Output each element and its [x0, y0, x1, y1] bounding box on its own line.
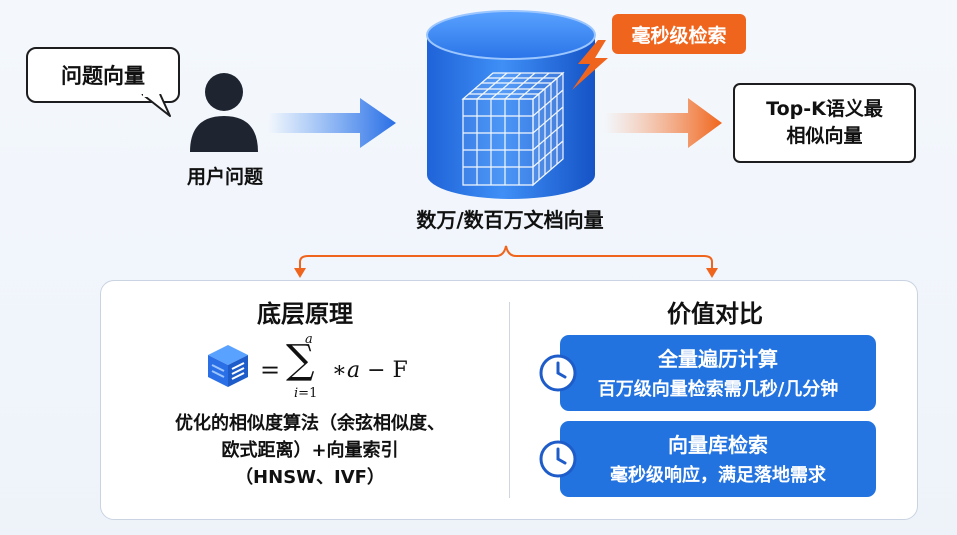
- topk-result-box: Top-K语义最 相似向量: [733, 83, 916, 163]
- comparison-title: 价值对比: [667, 300, 763, 328]
- card-subtitle: 毫秒级响应，满足落地需求: [610, 465, 826, 486]
- card-subtitle: 百万级向量检索需几秒/几分钟: [597, 379, 839, 400]
- formula-equals: =: [260, 356, 281, 384]
- arrow-right-icon: [268, 98, 396, 148]
- principle-desc-line-1: 优化的相似度算法（余弦相似度、: [175, 413, 445, 434]
- user-question-label: 用户问题: [186, 166, 263, 188]
- formula-lower-limit: i=1: [294, 386, 317, 401]
- card-title: 向量库检索: [668, 433, 768, 457]
- principle-desc-line-2: 欧式距离）+向量索引: [221, 440, 399, 461]
- principle-description: 优化的相似度算法（余弦相似度、 欧式距离）+向量索引 （HNSW、IVF）: [140, 410, 480, 491]
- bubble-tail-icon: [141, 94, 171, 117]
- formula-rest: ∗a − F: [332, 358, 408, 383]
- arrow-right-orange-icon: [604, 98, 722, 148]
- formula-var: a: [346, 358, 361, 383]
- question-vector-bubble: 问题向量: [26, 47, 180, 103]
- database-label: 数万/数百万文档向量: [416, 208, 604, 232]
- comparison-card-full-scan: 全量遍历计算 百万级向量检索需几秒/几分钟: [560, 335, 876, 411]
- formula-lower-var: i: [294, 386, 299, 401]
- principle-desc-line-3: （HNSW、IVF）: [235, 467, 385, 488]
- millisecond-retrieval-badge: 毫秒级检索: [612, 14, 746, 54]
- vector-database-icon: [426, 10, 596, 199]
- stack-icon: [208, 345, 248, 387]
- similarity-formula: = a ∑ i=1 ∗a − F: [260, 332, 430, 401]
- bubble-text: 问题向量: [61, 64, 145, 88]
- comparison-card-vector-db: 向量库检索 毫秒级响应，满足落地需求: [560, 421, 876, 497]
- formula-sum-symbol: ∑: [286, 337, 315, 383]
- clock-icon: [539, 440, 577, 478]
- formula-tail: − F: [360, 358, 408, 383]
- panel-divider: [509, 302, 510, 498]
- result-line-1: Top-K语义最: [766, 98, 883, 121]
- formula-lower-rest: =1: [298, 386, 318, 401]
- clock-icon: [539, 354, 577, 392]
- principle-title: 底层原理: [257, 300, 353, 328]
- user-icon: [190, 73, 258, 152]
- result-line-2: 相似向量: [786, 125, 863, 147]
- formula-op: ∗: [332, 358, 347, 383]
- formula-upper-limit: a: [305, 332, 313, 347]
- brace-connector: [294, 245, 718, 278]
- lightning-icon: [572, 40, 608, 90]
- card-title: 全量遍历计算: [658, 347, 778, 371]
